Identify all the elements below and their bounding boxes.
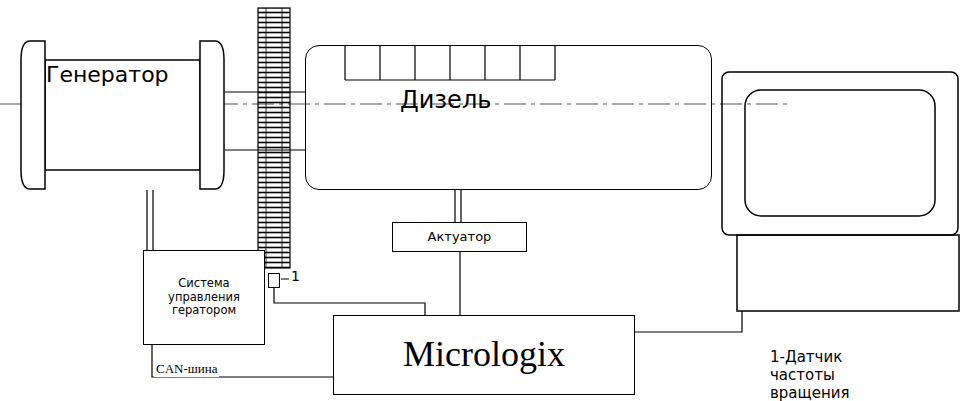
process-box: Актуатор <box>392 222 527 252</box>
connector-line <box>152 345 333 377</box>
leader-line <box>281 279 289 280</box>
monitor-wire <box>635 311 742 332</box>
connector-line <box>274 288 425 315</box>
process-box: Система управления гератором <box>143 250 265 345</box>
monitor <box>722 72 959 311</box>
callout-number: 1 <box>291 268 300 285</box>
node-label: Micrologix <box>399 331 569 378</box>
node-label: Дизель <box>400 86 491 115</box>
note-label: 1-Датчик частоты вращения <box>770 348 890 401</box>
generator-shape: Генератор <box>20 40 225 190</box>
node-label: Генератор <box>46 62 169 88</box>
speed-sensor: 1 <box>268 273 280 288</box>
flywheel-gear <box>258 8 290 268</box>
connector-line <box>147 190 153 250</box>
engine-box: Дизель <box>305 45 712 190</box>
cylinder-cells <box>345 46 555 80</box>
connector-line <box>455 190 461 222</box>
connector-line <box>459 252 460 315</box>
node-label: Система управления гератором <box>144 275 264 320</box>
process-box: Micrologix <box>333 315 635 395</box>
node-label: Актуатор <box>424 227 496 247</box>
bus-label: CAN-шина <box>154 361 219 377</box>
